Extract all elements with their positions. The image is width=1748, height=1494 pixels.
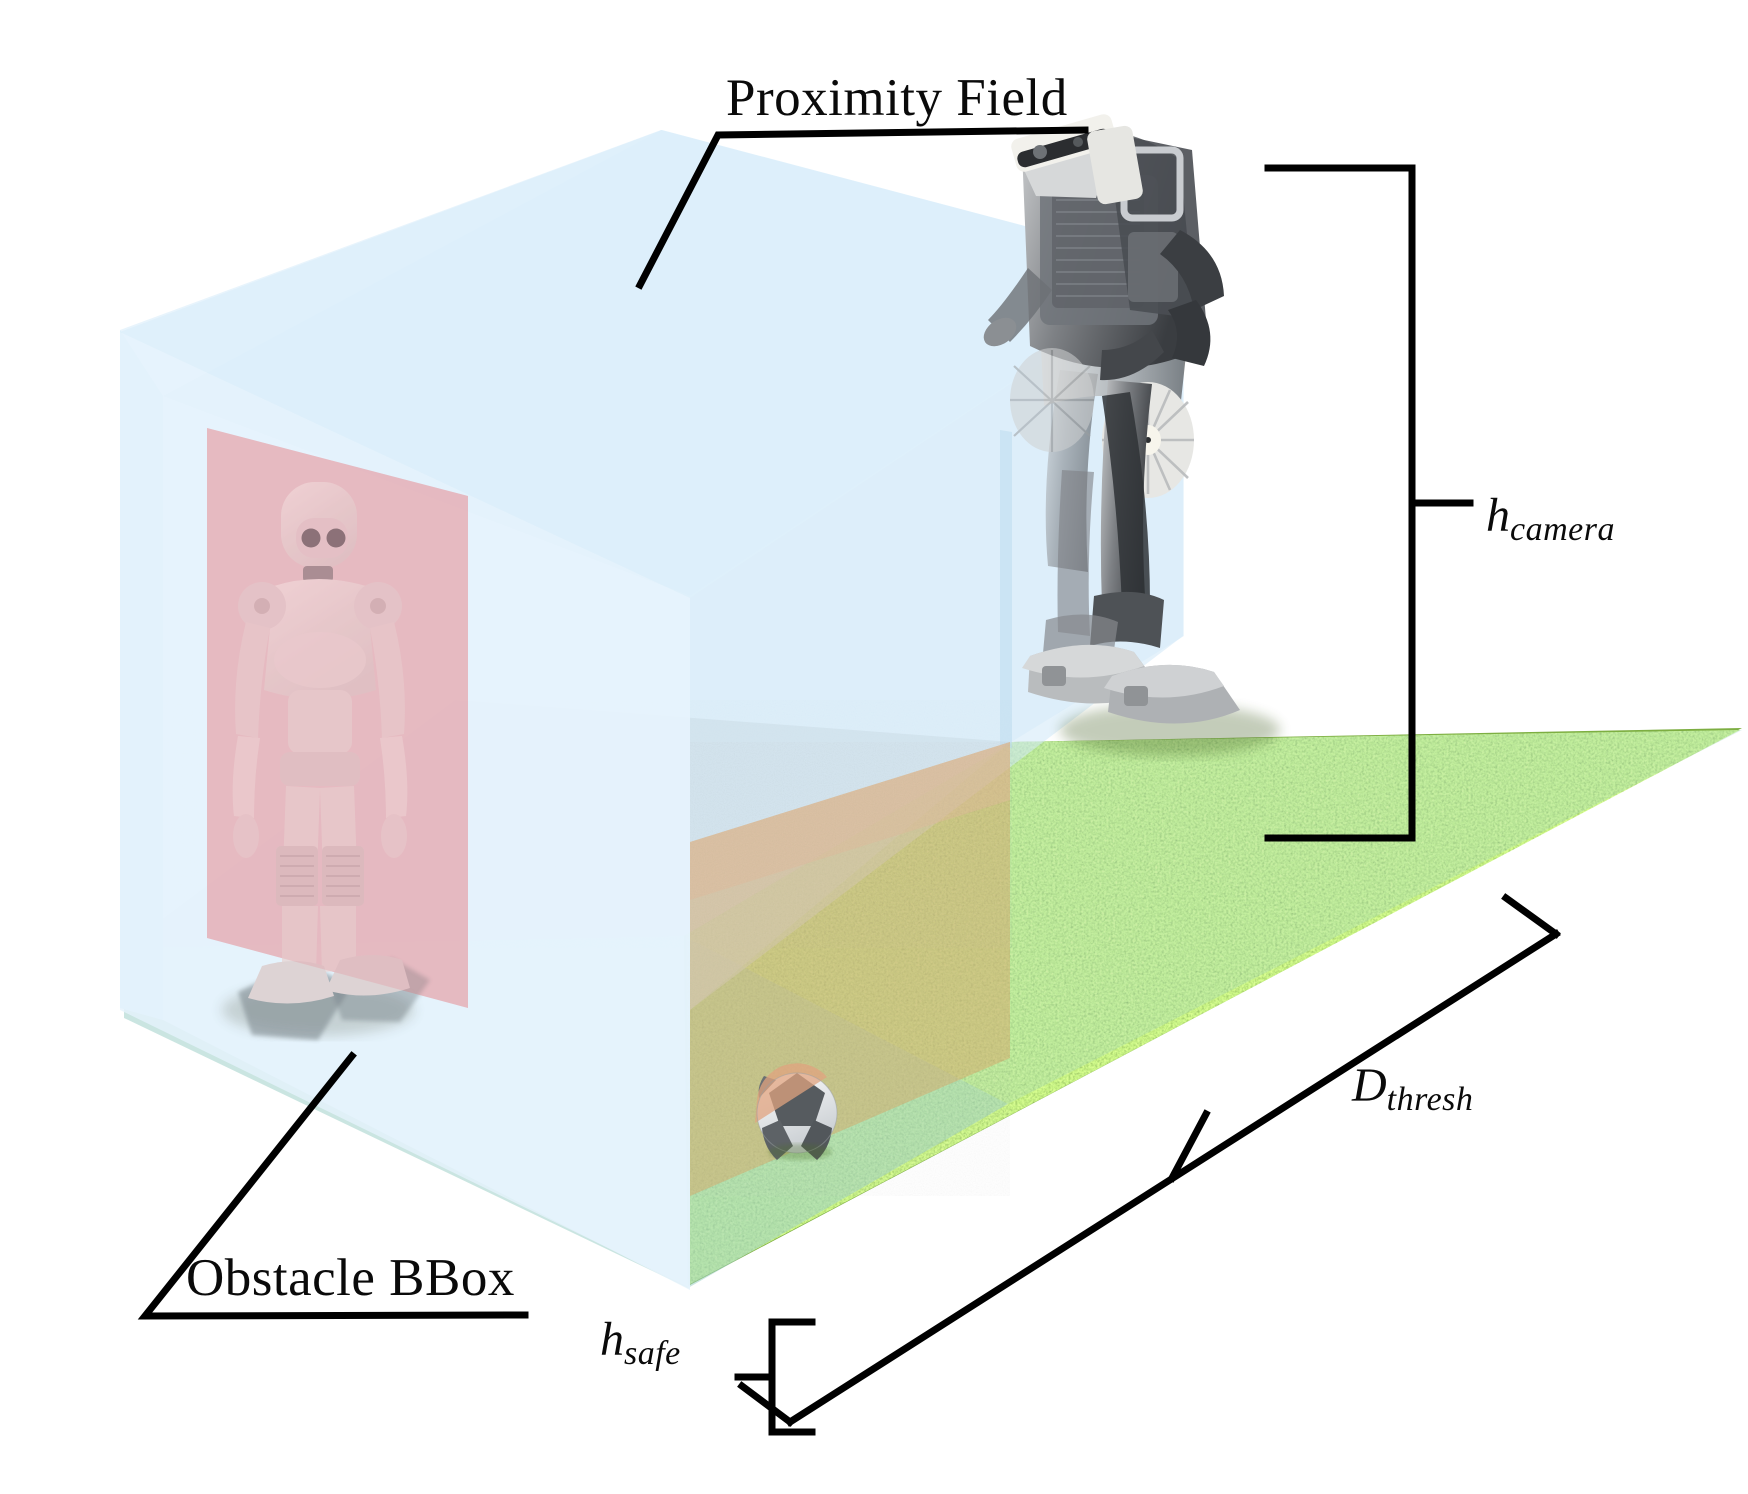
h-camera-symbol: h [1486,489,1510,542]
obstacle-bbox-label: Obstacle BBox [186,1249,515,1307]
humanoid-obstacle-robot [207,428,468,1040]
d-thresh-bracket [737,893,1561,1427]
d-thresh-label: Dthresh [1352,1058,1473,1118]
d-thresh-symbol: D [1352,1059,1387,1112]
obstacle-bbox-leader [137,1051,529,1320]
h-safe-label: hsafe [600,1312,681,1372]
h-camera-subscript: camera [1510,511,1615,548]
proximity-field-label: Proximity Field [726,69,1068,127]
h-safe-symbol: h [600,1313,624,1366]
proximity-field-leader [635,126,1089,290]
robot-head-camera [1011,114,1143,205]
main-humanoid-robot [983,114,1280,756]
h-camera-bracket [1264,164,1474,842]
d-thresh-subscript: thresh [1386,1081,1474,1118]
soccer-ball [755,1063,838,1160]
h-safe-subscript: safe [624,1335,681,1372]
h-camera-label: hcamera [1486,488,1615,548]
h-safe-bracket [734,1318,816,1436]
